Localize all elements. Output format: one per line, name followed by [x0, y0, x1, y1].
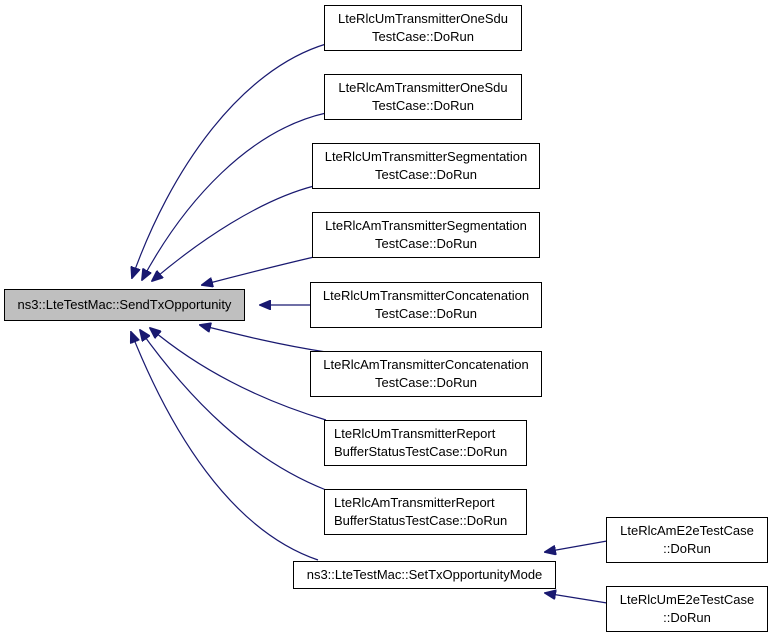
edge-n2-to-sendtx [142, 112, 327, 280]
node-am-transmitter-report-buffer-status[interactable]: LteRlcAmTransmitterReport BufferStatusTe… [324, 489, 527, 535]
node-am-transmitter-one-sdu[interactable]: LteRlcAmTransmitterOneSdu TestCase::DoRu… [324, 74, 522, 120]
edge-setmode-to-sendtx [131, 332, 319, 561]
node-send-tx-opportunity[interactable]: ns3::LteTestMac::SendTxOpportunity [4, 289, 245, 321]
edge-e2eUm-to-setmode [545, 593, 608, 604]
node-label-line2: TestCase::DoRun [375, 236, 477, 251]
node-label-line2: ::DoRun [663, 610, 711, 625]
node-label-line1: LteRlcUmTransmitterOneSdu [337, 11, 508, 26]
node-um-e2e-test-case[interactable]: LteRlcUmE2eTestCase ::DoRun [606, 586, 768, 632]
node-um-transmitter-one-sdu[interactable]: LteRlcUmTransmitterOneSdu TestCase::DoRu… [324, 5, 522, 51]
node-label-line1: LteRlcAmTransmitterSegmentation [325, 218, 527, 233]
edge-n3-to-sendtx [152, 185, 315, 281]
edge-n1-to-sendtx [132, 43, 327, 278]
edge-e2eAm-to-setmode [545, 540, 608, 552]
node-am-transmitter-concatenation[interactable]: LteRlcAmTransmitterConcatenation TestCas… [310, 351, 542, 397]
node-label-line1: LteRlcAmTransmitterReport [334, 495, 495, 510]
node-label: ns3::LteTestMac::SendTxOpportunity [17, 297, 232, 312]
node-label-line1: LteRlcUmTransmitterReport [334, 426, 496, 441]
node-label-line2: TestCase::DoRun [372, 98, 474, 113]
node-label-line2: BufferStatusTestCase::DoRun [334, 444, 508, 459]
node-label-line2: TestCase::DoRun [372, 29, 474, 44]
node-label-line1: LteRlcAmTransmitterConcatenation [323, 357, 529, 372]
node-label-line1: LteRlcUmTransmitterSegmentation [324, 149, 528, 164]
node-label-line2: TestCase::DoRun [375, 306, 477, 321]
node-label-line1: LteRlcAmTransmitterOneSdu [338, 80, 508, 95]
node-set-tx-opportunity-mode[interactable]: ns3::LteTestMac::SetTxOpportunityMode [293, 561, 556, 589]
edge-n6-to-sendtx [200, 325, 327, 353]
node-label-line2: TestCase::DoRun [375, 375, 477, 390]
node-um-transmitter-report-buffer-status[interactable]: LteRlcUmTransmitterReport BufferStatusTe… [324, 420, 527, 466]
node-label-line1: LteRlcUmTransmitterConcatenation [322, 288, 530, 303]
node-label-line2: TestCase::DoRun [375, 167, 477, 182]
node-label-line1: LteRlcAmE2eTestCase [620, 523, 754, 538]
edge-n8-to-sendtx [140, 330, 327, 491]
node-um-transmitter-segmentation[interactable]: LteRlcUmTransmitterSegmentation TestCase… [312, 143, 540, 189]
node-um-transmitter-concatenation[interactable]: LteRlcUmTransmitterConcatenation TestCas… [310, 282, 542, 328]
edge-n7-to-sendtx [150, 328, 327, 421]
node-label-line2: BufferStatusTestCase::DoRun [334, 513, 508, 528]
node-label-line1: LteRlcUmE2eTestCase [619, 592, 755, 607]
edge-n4-to-sendtx [202, 256, 315, 285]
node-am-e2e-test-case[interactable]: LteRlcAmE2eTestCase ::DoRun [606, 517, 768, 563]
node-label-line2: ::DoRun [663, 541, 711, 556]
node-am-transmitter-segmentation[interactable]: LteRlcAmTransmitterSegmentation TestCase… [312, 212, 540, 258]
node-label: ns3::LteTestMac::SetTxOpportunityMode [306, 567, 543, 582]
